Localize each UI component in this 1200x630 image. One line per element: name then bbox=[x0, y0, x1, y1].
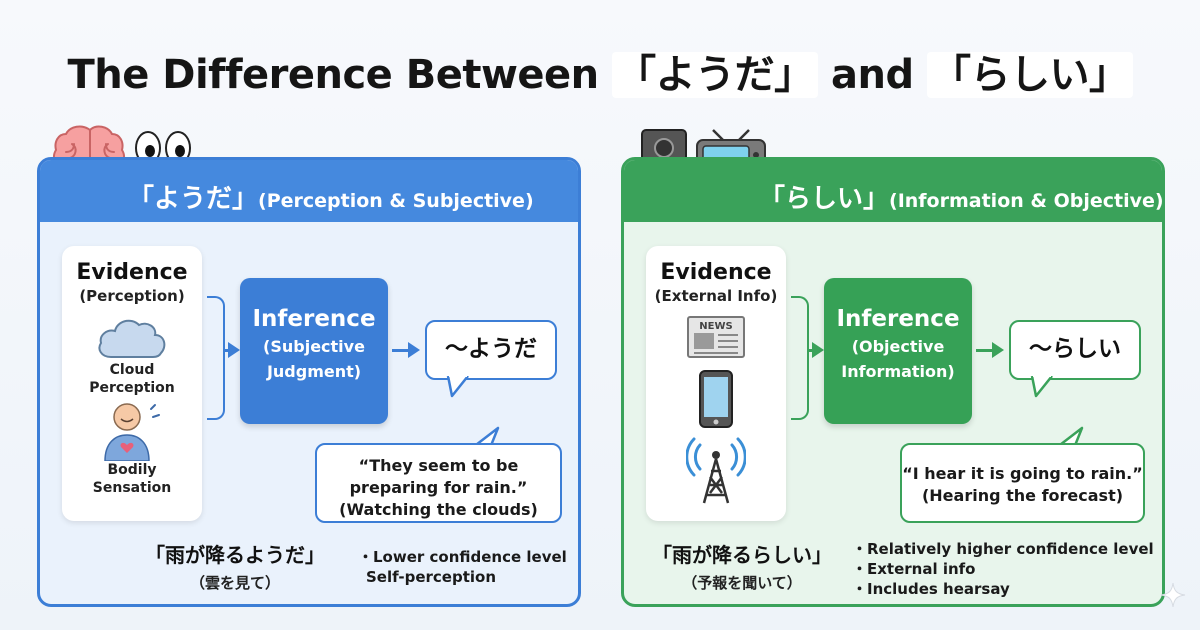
rashii-points: ・Relatively higher confidence level ・Ext… bbox=[852, 539, 1154, 599]
inference-sub-1: (Objective bbox=[851, 337, 945, 356]
title-middle: and bbox=[817, 52, 928, 98]
quote-line-3: (Watching the clouds) bbox=[339, 500, 538, 519]
inference-sub-2: Information) bbox=[841, 362, 955, 381]
youda-inference-box: Inference (Subjective Judgment) bbox=[240, 278, 388, 424]
rashii-header-en: (Information & Objective) bbox=[889, 190, 1164, 212]
youda-quote: “They seem to be preparing for rain.” (W… bbox=[315, 443, 562, 523]
rashii-inference-box: Inference (Objective Information) bbox=[824, 278, 972, 424]
sparkle-icon bbox=[1160, 582, 1186, 608]
bubble-text: 〜らしい bbox=[1029, 336, 1121, 362]
rashii-panel: 「らしい」(Information & Objective) Evidence … bbox=[621, 157, 1165, 607]
inference-title: Inference bbox=[836, 306, 960, 332]
quote-line-1: “They seem to be bbox=[358, 456, 519, 475]
example-context: （予報を聞いて） bbox=[682, 574, 802, 592]
person-heart-icon bbox=[104, 403, 160, 461]
evidence-subtitle: (Perception) bbox=[79, 287, 185, 305]
eyes-icon bbox=[135, 131, 191, 165]
youda-evidence-card: Evidence (Perception) Cloud Perception B… bbox=[62, 246, 202, 521]
inference-sub-1: (Subjective bbox=[263, 337, 365, 356]
arrow-head bbox=[228, 342, 240, 358]
youda-points: ・Lower confidence level Self-perception bbox=[358, 547, 567, 587]
bubble-tail bbox=[1030, 376, 1053, 398]
rashii-example: 「雨が降るらしい」 （予報を聞いて） bbox=[632, 539, 852, 593]
news-label: NEWS bbox=[699, 321, 732, 332]
bodily-label-1: Bodily bbox=[107, 462, 157, 478]
point-item: ・External info bbox=[852, 560, 976, 578]
bodily-label-2: Sensation bbox=[92, 480, 172, 496]
rashii-quote: “I hear it is going to rain.” (Hearing t… bbox=[900, 443, 1145, 523]
arrow-head bbox=[408, 342, 420, 358]
youda-header-en: (Perception & Subjective) bbox=[258, 190, 534, 212]
point-item: ・Relatively higher confidence level bbox=[852, 540, 1154, 558]
example-sentence: 「雨が降るらしい」 bbox=[652, 543, 832, 567]
arrow-to-bubble bbox=[392, 349, 412, 352]
broadcast-tower-icon bbox=[686, 437, 746, 504]
quote-line-1: “I hear it is going to rain.” bbox=[902, 464, 1143, 483]
evidence-bracket bbox=[791, 296, 809, 420]
youda-header-jp: 「ようだ」 bbox=[128, 184, 259, 214]
rashii-header-jp: 「らしい」 bbox=[759, 184, 890, 214]
youda-example: 「雨が降るようだ」 （雲を見て） bbox=[125, 539, 345, 593]
evidence-bracket bbox=[207, 296, 225, 420]
evidence-subtitle: (External Info) bbox=[654, 287, 778, 305]
example-sentence: 「雨が降るようだ」 bbox=[145, 543, 325, 567]
point-item: ・Lower confidence level bbox=[358, 548, 567, 566]
title-youda: 「ようだ」 bbox=[612, 52, 818, 98]
evidence-title: Evidence bbox=[76, 260, 188, 285]
rashii-evidence-card: Evidence (External Info) NEWS bbox=[646, 246, 786, 521]
arrow-head bbox=[992, 342, 1004, 358]
bubble-text: 〜ようだ bbox=[445, 336, 537, 362]
cloud-label-1: Cloud bbox=[109, 362, 155, 378]
cloud-label-2: Perception bbox=[89, 380, 175, 396]
newspaper-icon: NEWS bbox=[687, 316, 745, 358]
arrow-to-bubble bbox=[976, 349, 996, 352]
smartphone-icon bbox=[699, 370, 733, 428]
youda-header: 「ようだ」(Perception & Subjective) bbox=[40, 160, 578, 222]
inference-title: Inference bbox=[252, 306, 376, 332]
youda-panel: 「ようだ」(Perception & Subjective) Evidence … bbox=[37, 157, 581, 607]
title-rashii: 「らしい」 bbox=[927, 52, 1133, 98]
arrow-head bbox=[812, 342, 824, 358]
rashii-header: 「らしい」(Information & Objective) bbox=[624, 160, 1162, 222]
inference-sub-2: Judgment) bbox=[266, 362, 362, 381]
bubble-tail bbox=[446, 376, 469, 398]
quote-line-2: (Hearing the forecast) bbox=[921, 486, 1124, 505]
title-prefix: The Difference Between bbox=[67, 52, 613, 98]
point-item: Self-perception bbox=[366, 568, 497, 586]
evidence-title: Evidence bbox=[660, 260, 772, 285]
rashii-speech-bubble: 〜らしい bbox=[1009, 320, 1141, 380]
example-context: （雲を見て） bbox=[189, 574, 280, 592]
youda-speech-bubble: 〜ようだ bbox=[425, 320, 557, 380]
cloud-icon bbox=[98, 319, 166, 358]
point-item: ・Includes hearsay bbox=[852, 580, 1010, 598]
quote-line-2: preparing for rain.” bbox=[349, 478, 528, 497]
page-title: The Difference Between 「ようだ」 and 「らしい」 bbox=[0, 42, 1200, 100]
